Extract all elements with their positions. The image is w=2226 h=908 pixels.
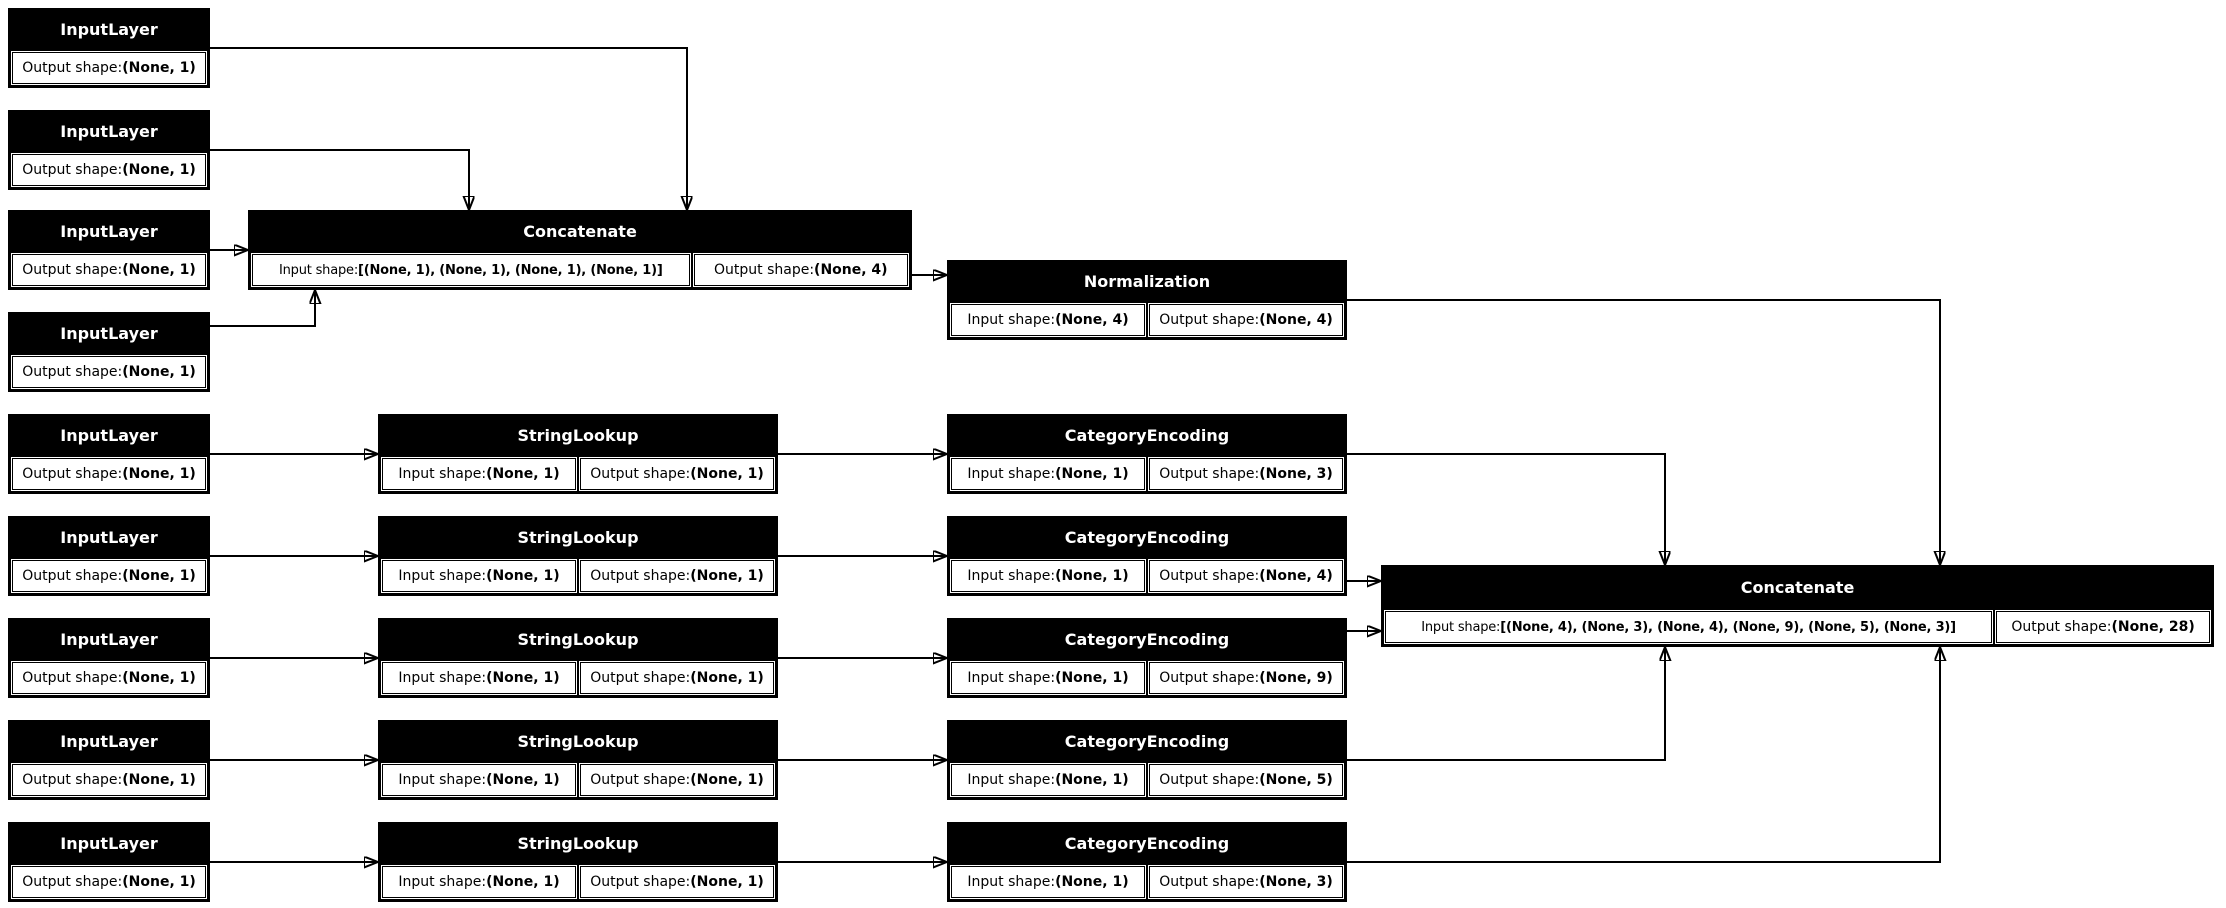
input-shape-cell: Input shape: (None, 1) — [382, 560, 576, 592]
output-shape-cell: Output shape: (None, 1) — [12, 356, 206, 388]
input-shape-cell: Input shape: (None, 1) — [951, 458, 1145, 490]
node-input-layer-7: InputLayer Output shape: (None, 1) — [8, 618, 210, 698]
layer-type-title: StringLookup — [380, 824, 776, 864]
input-shape-cell: Input shape: (None, 1) — [951, 764, 1145, 796]
output-shape-cell: Output shape: (None, 3) — [1149, 866, 1343, 898]
layer-type-title: CategoryEncoding — [949, 722, 1345, 762]
output-shape-cell: Output shape: (None, 5) — [1149, 764, 1343, 796]
output-shape-cell: Output shape: (None, 1) — [12, 458, 206, 490]
node-category-encoding-1: CategoryEncoding Input shape: (None, 1) … — [947, 414, 1347, 494]
input-shape-cell: Input shape: (None, 1) — [951, 560, 1145, 592]
node-concatenate-2: Concatenate Input shape: [(None, 4), (No… — [1381, 565, 2214, 647]
output-shape-cell: Output shape: (None, 1) — [12, 662, 206, 694]
input-shape-cell: Input shape: [(None, 4), (None, 3), (Non… — [1385, 611, 1993, 643]
layer-type-title: Concatenate — [1383, 567, 2212, 609]
input-shape-cell: Input shape: (None, 1) — [951, 662, 1145, 694]
node-category-encoding-3: CategoryEncoding Input shape: (None, 1) … — [947, 618, 1347, 698]
input-shape-cell: Input shape: (None, 4) — [951, 304, 1145, 336]
output-shape-cell: Output shape: (None, 1) — [12, 866, 206, 898]
layer-type-title: InputLayer — [10, 416, 208, 456]
layer-type-title: Normalization — [949, 262, 1345, 302]
node-category-encoding-4: CategoryEncoding Input shape: (None, 1) … — [947, 720, 1347, 800]
node-category-encoding-2: CategoryEncoding Input shape: (None, 1) … — [947, 516, 1347, 596]
output-shape-cell: Output shape: (None, 1) — [12, 254, 206, 286]
input-shape-cell: Input shape: (None, 1) — [951, 866, 1145, 898]
output-shape-cell: Output shape: (None, 3) — [1149, 458, 1343, 490]
output-shape-cell: Output shape: (None, 28) — [1996, 611, 2210, 643]
edge-input4-to-concat1 — [210, 290, 315, 327]
node-concatenate-1: Concatenate Input shape: [(None, 1), (No… — [248, 210, 912, 290]
layer-type-title: InputLayer — [10, 620, 208, 660]
node-input-layer-4: InputLayer Output shape: (None, 1) — [8, 312, 210, 392]
node-input-layer-9: InputLayer Output shape: (None, 1) — [8, 822, 210, 902]
layer-type-title: CategoryEncoding — [949, 824, 1345, 864]
layer-type-title: InputLayer — [10, 212, 208, 252]
edge-input1-to-concat1 — [210, 47, 687, 210]
layer-type-title: InputLayer — [10, 112, 208, 152]
output-shape-cell: Output shape: (None, 4) — [693, 254, 908, 286]
input-shape-cell: Input shape: (None, 1) — [382, 458, 576, 490]
node-category-encoding-5: CategoryEncoding Input shape: (None, 1) … — [947, 822, 1347, 902]
layer-type-title: StringLookup — [380, 416, 776, 456]
input-shape-cell: Input shape: (None, 1) — [382, 662, 576, 694]
node-input-layer-5: InputLayer Output shape: (None, 1) — [8, 414, 210, 494]
edge-input2-to-concat1 — [210, 149, 469, 210]
node-normalization: Normalization Input shape: (None, 4) Out… — [947, 260, 1347, 340]
layer-type-title: Concatenate — [250, 212, 910, 252]
node-input-layer-2: InputLayer Output shape: (None, 1) — [8, 110, 210, 190]
node-input-layer-6: InputLayer Output shape: (None, 1) — [8, 516, 210, 596]
edge-catenc4-to-concat2 — [1347, 647, 1665, 761]
output-shape-cell: Output shape: (None, 9) — [1149, 662, 1343, 694]
layer-type-title: CategoryEncoding — [949, 620, 1345, 660]
layer-type-title: InputLayer — [10, 824, 208, 864]
node-input-layer-1: InputLayer Output shape: (None, 1) — [8, 8, 210, 88]
output-shape-cell: Output shape: (None, 1) — [580, 662, 774, 694]
output-shape-cell: Output shape: (None, 1) — [580, 764, 774, 796]
layer-type-title: InputLayer — [10, 10, 208, 50]
layer-type-title: CategoryEncoding — [949, 518, 1345, 558]
layer-type-title: InputLayer — [10, 722, 208, 762]
output-shape-cell: Output shape: (None, 1) — [12, 154, 206, 186]
layer-type-title: StringLookup — [380, 518, 776, 558]
layer-type-title: StringLookup — [380, 722, 776, 762]
edge-normalization-to-concat2 — [1347, 299, 1940, 565]
node-input-layer-8: InputLayer Output shape: (None, 1) — [8, 720, 210, 800]
layer-type-title: InputLayer — [10, 314, 208, 354]
node-string-lookup-1: StringLookup Input shape: (None, 1) Outp… — [378, 414, 778, 494]
input-shape-cell: Input shape: [(None, 1), (None, 1), (Non… — [252, 254, 690, 286]
input-shape-cell: Input shape: (None, 1) — [382, 866, 576, 898]
output-shape-cell: Output shape: (None, 4) — [1149, 304, 1343, 336]
edge-catenc5-to-concat2 — [1347, 647, 1940, 863]
output-shape-cell: Output shape: (None, 4) — [1149, 560, 1343, 592]
node-string-lookup-5: StringLookup Input shape: (None, 1) Outp… — [378, 822, 778, 902]
node-input-layer-3: InputLayer Output shape: (None, 1) — [8, 210, 210, 290]
input-shape-cell: Input shape: (None, 1) — [382, 764, 576, 796]
edge-catenc1-to-concat2 — [1347, 453, 1665, 565]
output-shape-cell: Output shape: (None, 1) — [580, 560, 774, 592]
output-shape-cell: Output shape: (None, 1) — [12, 560, 206, 592]
output-shape-cell: Output shape: (None, 1) — [580, 458, 774, 490]
output-shape-cell: Output shape: (None, 1) — [12, 764, 206, 796]
output-shape-cell: Output shape: (None, 1) — [580, 866, 774, 898]
output-shape-cell: Output shape: (None, 1) — [12, 52, 206, 84]
layer-type-title: InputLayer — [10, 518, 208, 558]
node-string-lookup-4: StringLookup Input shape: (None, 1) Outp… — [378, 720, 778, 800]
layer-type-title: CategoryEncoding — [949, 416, 1345, 456]
node-string-lookup-3: StringLookup Input shape: (None, 1) Outp… — [378, 618, 778, 698]
layer-type-title: StringLookup — [380, 620, 776, 660]
node-string-lookup-2: StringLookup Input shape: (None, 1) Outp… — [378, 516, 778, 596]
